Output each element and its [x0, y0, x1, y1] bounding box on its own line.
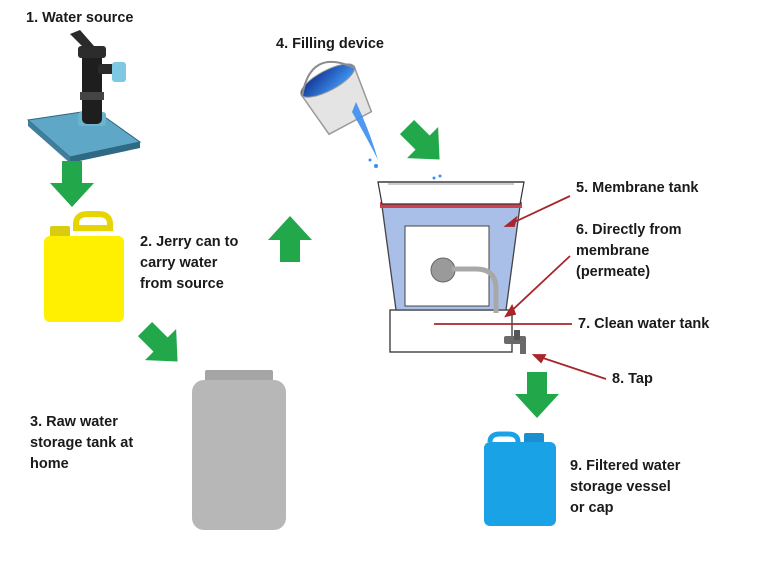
flow-arrow-diagonal-2	[137, 321, 178, 362]
label-permeate: 6. Directly from membrane (permeate)	[576, 220, 682, 283]
filtered-water-vessel-icon	[484, 431, 556, 526]
label-filtered-vessel: 9. Filtered water storage vessel or cap	[570, 456, 680, 519]
flow-arrow-down-5	[515, 372, 559, 418]
filling-bucket-icon	[300, 60, 378, 168]
label-raw-storage-line-1: 3. Raw water	[30, 414, 118, 430]
label-permeate-line-1: 6. Directly from	[576, 222, 682, 238]
label-filtered-vessel-line-1: 9. Filtered water	[570, 458, 681, 474]
jerry-can-icon	[44, 211, 124, 322]
label-clean-tank: 7. Clean water tank	[578, 316, 710, 332]
label-tap: 8. Tap	[612, 371, 653, 387]
label-permeate-line-2: membrane	[576, 243, 650, 259]
label-raw-storage-line-2: storage tank at	[30, 435, 134, 451]
label-jerry-can-line-3: from source	[140, 276, 224, 292]
flow-arrow-up-3	[268, 216, 312, 262]
label-filtered-vessel-line-3: or cap	[570, 500, 614, 516]
pointer-tap-head	[531, 354, 547, 364]
flow-arrow-down-1	[50, 161, 94, 207]
tap-icon	[504, 330, 526, 354]
label-raw-storage-line-3: home	[30, 456, 69, 472]
hand-pump-icon	[26, 30, 142, 163]
raw-water-tank-icon	[192, 370, 286, 530]
label-filling-device: 4. Filling device	[276, 36, 384, 52]
label-jerry-can-line-2: carry water	[140, 255, 218, 271]
pointer-permeate	[505, 255, 571, 317]
pointer-permeate-head	[504, 303, 517, 318]
filter-unit-icon	[377, 174, 525, 353]
pointer-tap	[533, 354, 607, 380]
label-filtered-vessel-line-2: storage vessel	[570, 479, 671, 495]
label-membrane-tank: 5. Membrane tank	[576, 180, 699, 196]
label-jerry-can-line-1: 2. Jerry can to	[140, 234, 239, 250]
label-jerry-can: 2. Jerry can to carry water from source	[140, 232, 238, 295]
label-permeate-line-3: (permeate)	[576, 264, 651, 280]
pointer-membrane-tank	[505, 195, 571, 227]
label-water-source: 1. Water source	[26, 10, 134, 26]
flow-arrow-diagonal-4	[399, 119, 440, 160]
pointer-membrane-tank-head	[503, 215, 518, 227]
label-raw-storage: 3. Raw water storage tank at home	[30, 412, 133, 475]
